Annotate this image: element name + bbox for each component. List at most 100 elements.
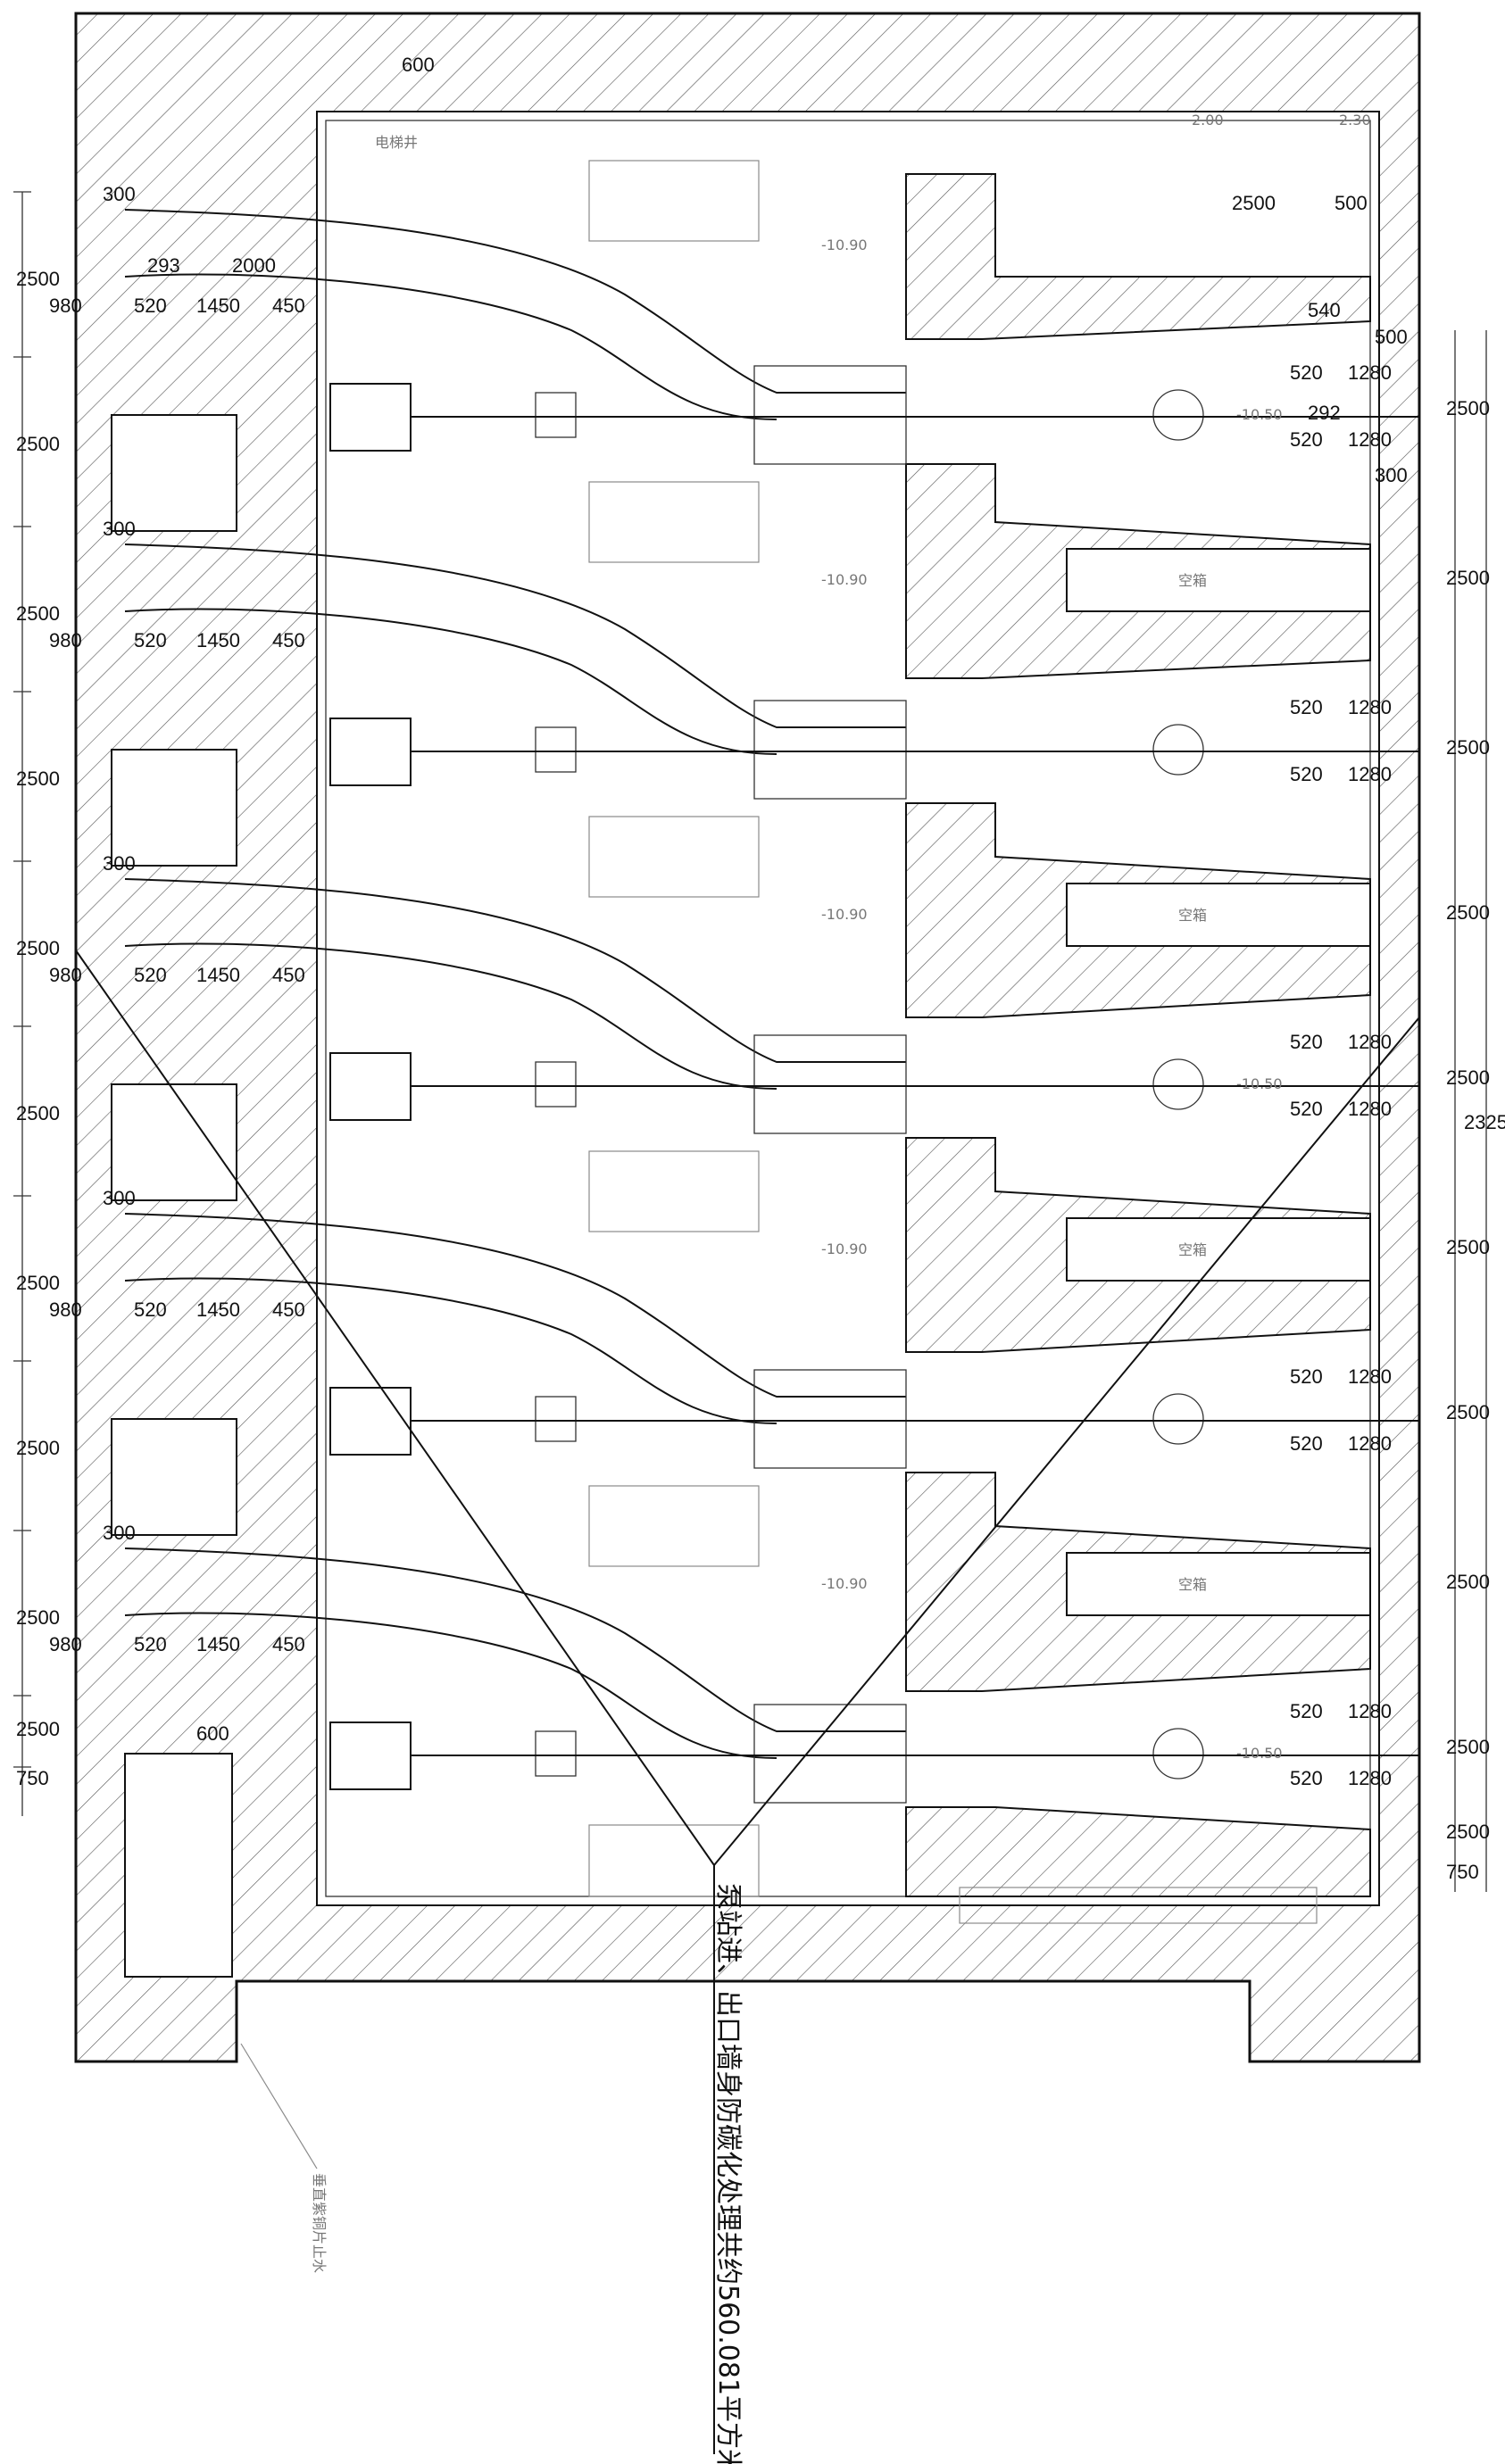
pump-unit [124,1547,1419,1804]
dim-label: 2500 [1446,901,1490,924]
dim-label: 2000 [232,254,276,277]
dim-label: 1450 [196,1633,240,1655]
dim-label: 500 [1335,192,1368,214]
dim-label: 520 [134,964,167,986]
dim-label: 300 [103,518,136,540]
dim-label: 2500 [16,1718,60,1740]
dim-label: 300 [1375,464,1408,486]
elevation-label: -10.50 [1236,1745,1283,1762]
empty-boxes: 空箱 空箱 空箱 空箱 [1066,548,1371,1616]
note-leader-lines [75,950,1420,2454]
dim-label: 300 [103,1522,136,1544]
total-dimension: 23250 [1464,1111,1505,1133]
dim-label: 1450 [196,964,240,986]
left-dimension-chain: 2500 2500 2500 2500 2500 2500 2500 2500 … [13,191,60,1816]
dim-label: 520 [134,629,167,651]
dim-label: 520 [1290,696,1323,718]
dim-label: 292 [1308,402,1341,424]
dim-label: 2500 [1446,1236,1490,1258]
dim-label: 450 [272,1298,305,1321]
elevation-label: -10.90 [821,906,868,923]
dim-label: 2500 [1446,1066,1490,1089]
dim-label: 1280 [1348,1767,1392,1789]
dim-label: 1280 [1348,361,1392,384]
dim-label: 2500 [1446,1736,1490,1758]
empty-box-label: 空箱 [1178,1576,1207,1593]
empty-box-label: 空箱 [1178,1241,1207,1258]
dim-label: 980 [49,964,82,986]
stop-water-label: 垂直紫铜片止水 [311,2173,328,2273]
pump-unit [124,209,1419,465]
dim-label: 750 [16,1767,49,1789]
dim-label: 300 [103,183,136,205]
dim-label: 2500 [16,602,60,625]
dim-label: 520 [1290,428,1323,451]
dim-label: 980 [49,1298,82,1321]
dim-label: 520 [1290,763,1323,785]
dim-label: 1280 [1348,1432,1392,1455]
corner-label: 2.00 [1192,112,1224,129]
dim-label: 2500 [16,268,60,290]
dim-label: 500 [1375,326,1408,348]
dim-label: 2500 [16,1606,60,1629]
dim-label: 520 [1290,1767,1323,1789]
dim-label: 980 [49,1633,82,1655]
dim-label: 980 [49,295,82,317]
pump-unit [124,543,1419,800]
dim-label: 2500 [1446,1821,1490,1843]
lift-label: 电梯井 [375,134,418,151]
dim-label: 520 [1290,361,1323,384]
dim-label: 520 [134,1633,167,1655]
dim-label: 980 [49,629,82,651]
dim-label: 750 [1446,1861,1479,1883]
dim-label: 1280 [1348,1098,1392,1120]
left-row-dims: 980 520 1450 450 980 520 1450 450 980 52… [49,54,435,1745]
stairs [588,160,1318,1924]
dim-label: 1450 [196,1298,240,1321]
pump-unit [124,1213,1419,1469]
dim-label: 600 [402,54,435,76]
dim-label: 2500 [16,1437,60,1459]
dim-label: 1280 [1348,696,1392,718]
dim-label: 520 [1290,1700,1323,1722]
dim-label: 450 [272,629,305,651]
inner-chamber [325,120,1371,1897]
dim-label: 1280 [1348,1365,1392,1388]
pump-units [124,209,1419,1804]
elevation-label: -10.50 [1236,406,1283,423]
stop-water-leader [240,2043,318,2169]
dim-label: 1450 [196,295,240,317]
elevation-label: -10.50 [1236,1075,1283,1092]
left-boxes [111,414,237,1978]
dim-label: 540 [1308,299,1341,321]
dim-label: 2500 [16,1272,60,1294]
dim-label: 2500 [16,937,60,959]
empty-box-label: 空箱 [1178,572,1207,589]
dim-label: 520 [1290,1365,1323,1388]
dim-label: 600 [196,1722,229,1745]
dim-label: 300 [103,1187,136,1209]
dim-label: 450 [272,964,305,986]
right-row-dims: 520 1280 520 1280 520 1280 520 1280 520 … [1290,299,1408,1789]
dim-label: 2500 [1446,1401,1490,1423]
dim-label: 520 [1290,1031,1323,1053]
dim-label: 2500 [1446,567,1490,589]
dim-label: 1280 [1348,1700,1392,1722]
dim-label: 520 [1290,1098,1323,1120]
dim-label: 1280 [1348,763,1392,785]
dim-label: 300 [103,852,136,875]
dim-label: 2500 [16,1102,60,1124]
dim-label: 1280 [1348,428,1392,451]
elevation-labels: -10.90 -10.90 -10.90 -10.90 -10.90 -10.5… [375,112,1371,1762]
dim-label: 1280 [1348,1031,1392,1053]
carbonation-note: 泵站进、出口墙身防碳化处理共约560.081平方米 [712,1883,744,2464]
elevation-label: -10.90 [821,236,868,253]
elevation-label: -10.90 [821,1575,868,1592]
elevation-label: -10.90 [821,1240,868,1257]
corner-label: 2.30 [1339,112,1371,129]
dim-label: 2500 [1232,192,1276,214]
dim-label: 520 [1290,1432,1323,1455]
dim-label: 450 [272,295,305,317]
dim-label: 2500 [1446,1571,1490,1593]
